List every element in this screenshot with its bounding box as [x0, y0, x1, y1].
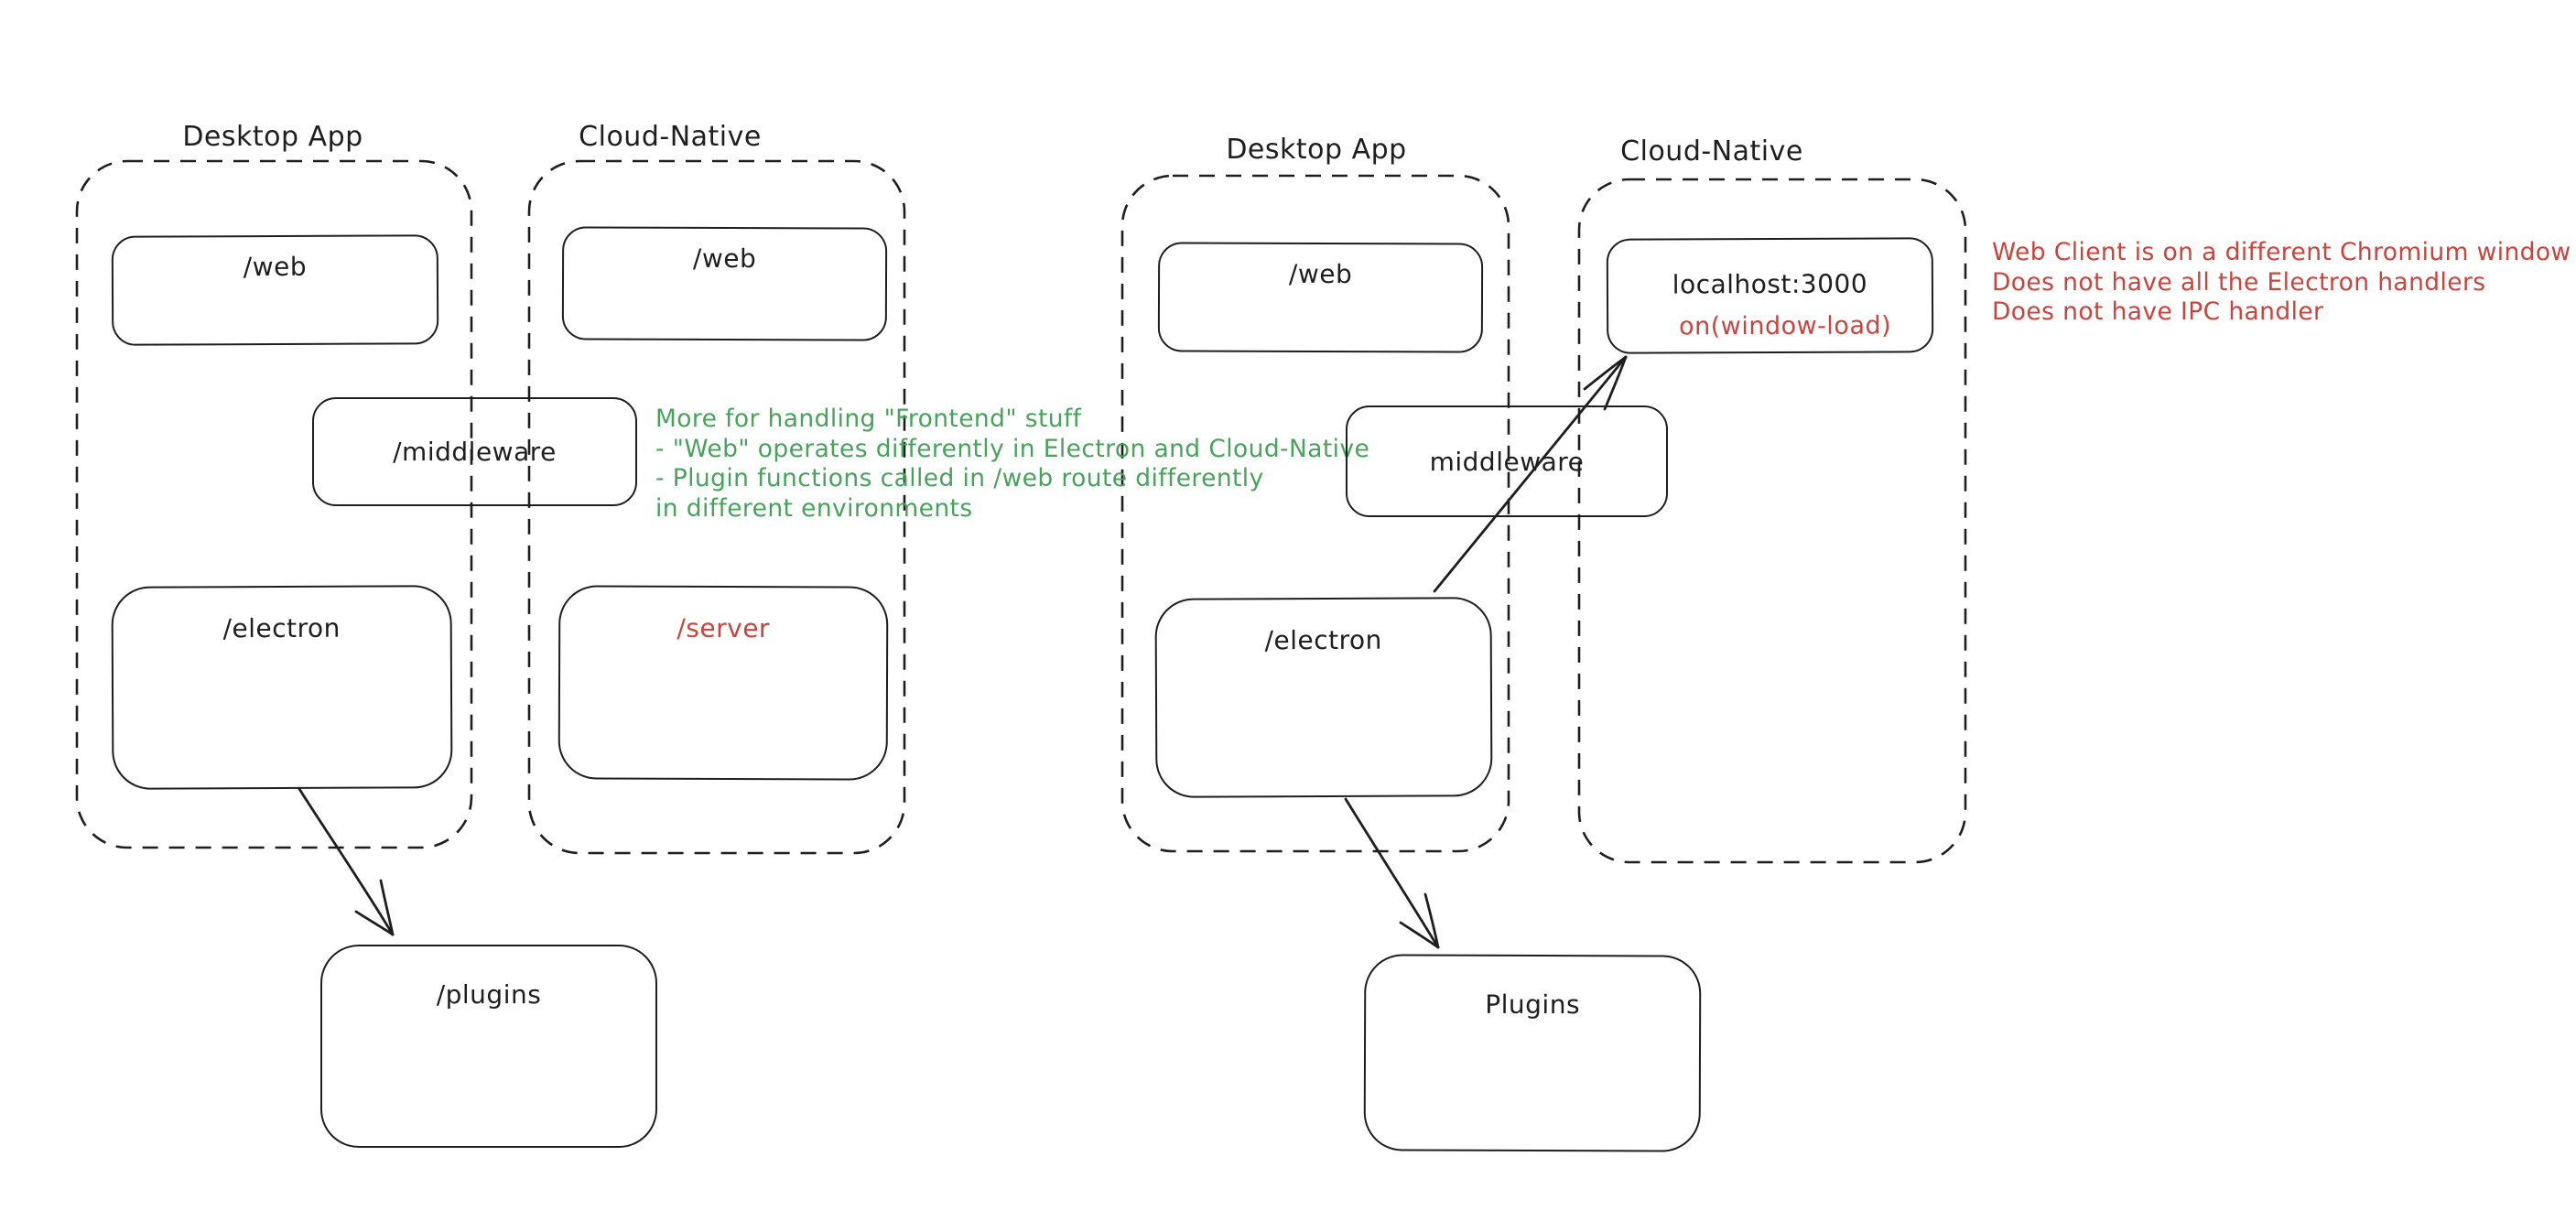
green-note-line: in different environments	[655, 493, 973, 523]
node-electron-right: /electron	[1154, 597, 1493, 798]
red-note-line: Does not have IPC handler	[1992, 297, 2324, 326]
node-plugins-left: /plugins	[320, 945, 657, 1148]
group-label-desktop-app-left: Desktop App	[182, 121, 363, 153]
node-middleware-left: /middleware	[312, 397, 637, 506]
red-note-line: Web Client is on a different Chromium wi…	[1992, 238, 2571, 266]
red-note: Web Client is on a different Chromium wi…	[1992, 238, 2571, 328]
green-note-line: More for handling "Frontend" stuff	[655, 405, 1082, 433]
green-note: More for handling "Frontend" stuff - "We…	[655, 405, 1369, 524]
node-label: /plugins	[436, 979, 542, 1010]
node-label: /web	[1288, 258, 1353, 290]
node-label: /web	[243, 251, 308, 283]
node-electron-left: /electron	[111, 585, 453, 790]
green-note-line: - Plugin functions called in /web route …	[655, 464, 1264, 492]
node-localhost-3000: localhost:3000 on(window-load)	[1606, 237, 1934, 354]
node-web-right: /web	[1157, 242, 1484, 353]
arrow-electron-to-plugins-left	[298, 787, 395, 936]
arrow-electron-to-localhost	[1433, 355, 1628, 593]
desktop-app-container-right	[1120, 174, 1510, 853]
node-label: middleware	[1429, 446, 1585, 477]
group-label-desktop-app-right: Desktop App	[1226, 134, 1407, 166]
node-label: localhost:3000	[1672, 268, 1868, 300]
node-label: /server	[676, 612, 771, 644]
node-label: /web	[692, 243, 757, 275]
group-label-cloud-native-left: Cloud-Native	[579, 121, 762, 153]
window-load-label: on(window-load)	[1678, 311, 1892, 341]
node-label: /middleware	[393, 437, 557, 467]
red-note-line: Does not have all the Electron handlers	[1992, 267, 2486, 297]
cloud-native-container-right	[1577, 178, 1967, 864]
node-label: Plugins	[1485, 989, 1581, 1021]
arrow-electron-to-plugins-right	[1344, 797, 1440, 949]
node-middleware-right: middleware	[1346, 405, 1668, 517]
cloud-native-container-left	[527, 159, 906, 855]
node-web-cloud-left: /web	[561, 226, 888, 341]
node-web-desktop-left: /web	[111, 234, 439, 346]
group-label-cloud-native-right: Cloud-Native	[1620, 135, 1803, 168]
node-label: /electron	[1264, 624, 1382, 656]
green-note-line: - "Web" operates differently in Electron…	[655, 434, 1370, 463]
node-plugins-right: Plugins	[1363, 954, 1702, 1152]
node-server-left: /server	[557, 585, 889, 781]
node-label: /electron	[222, 612, 341, 644]
